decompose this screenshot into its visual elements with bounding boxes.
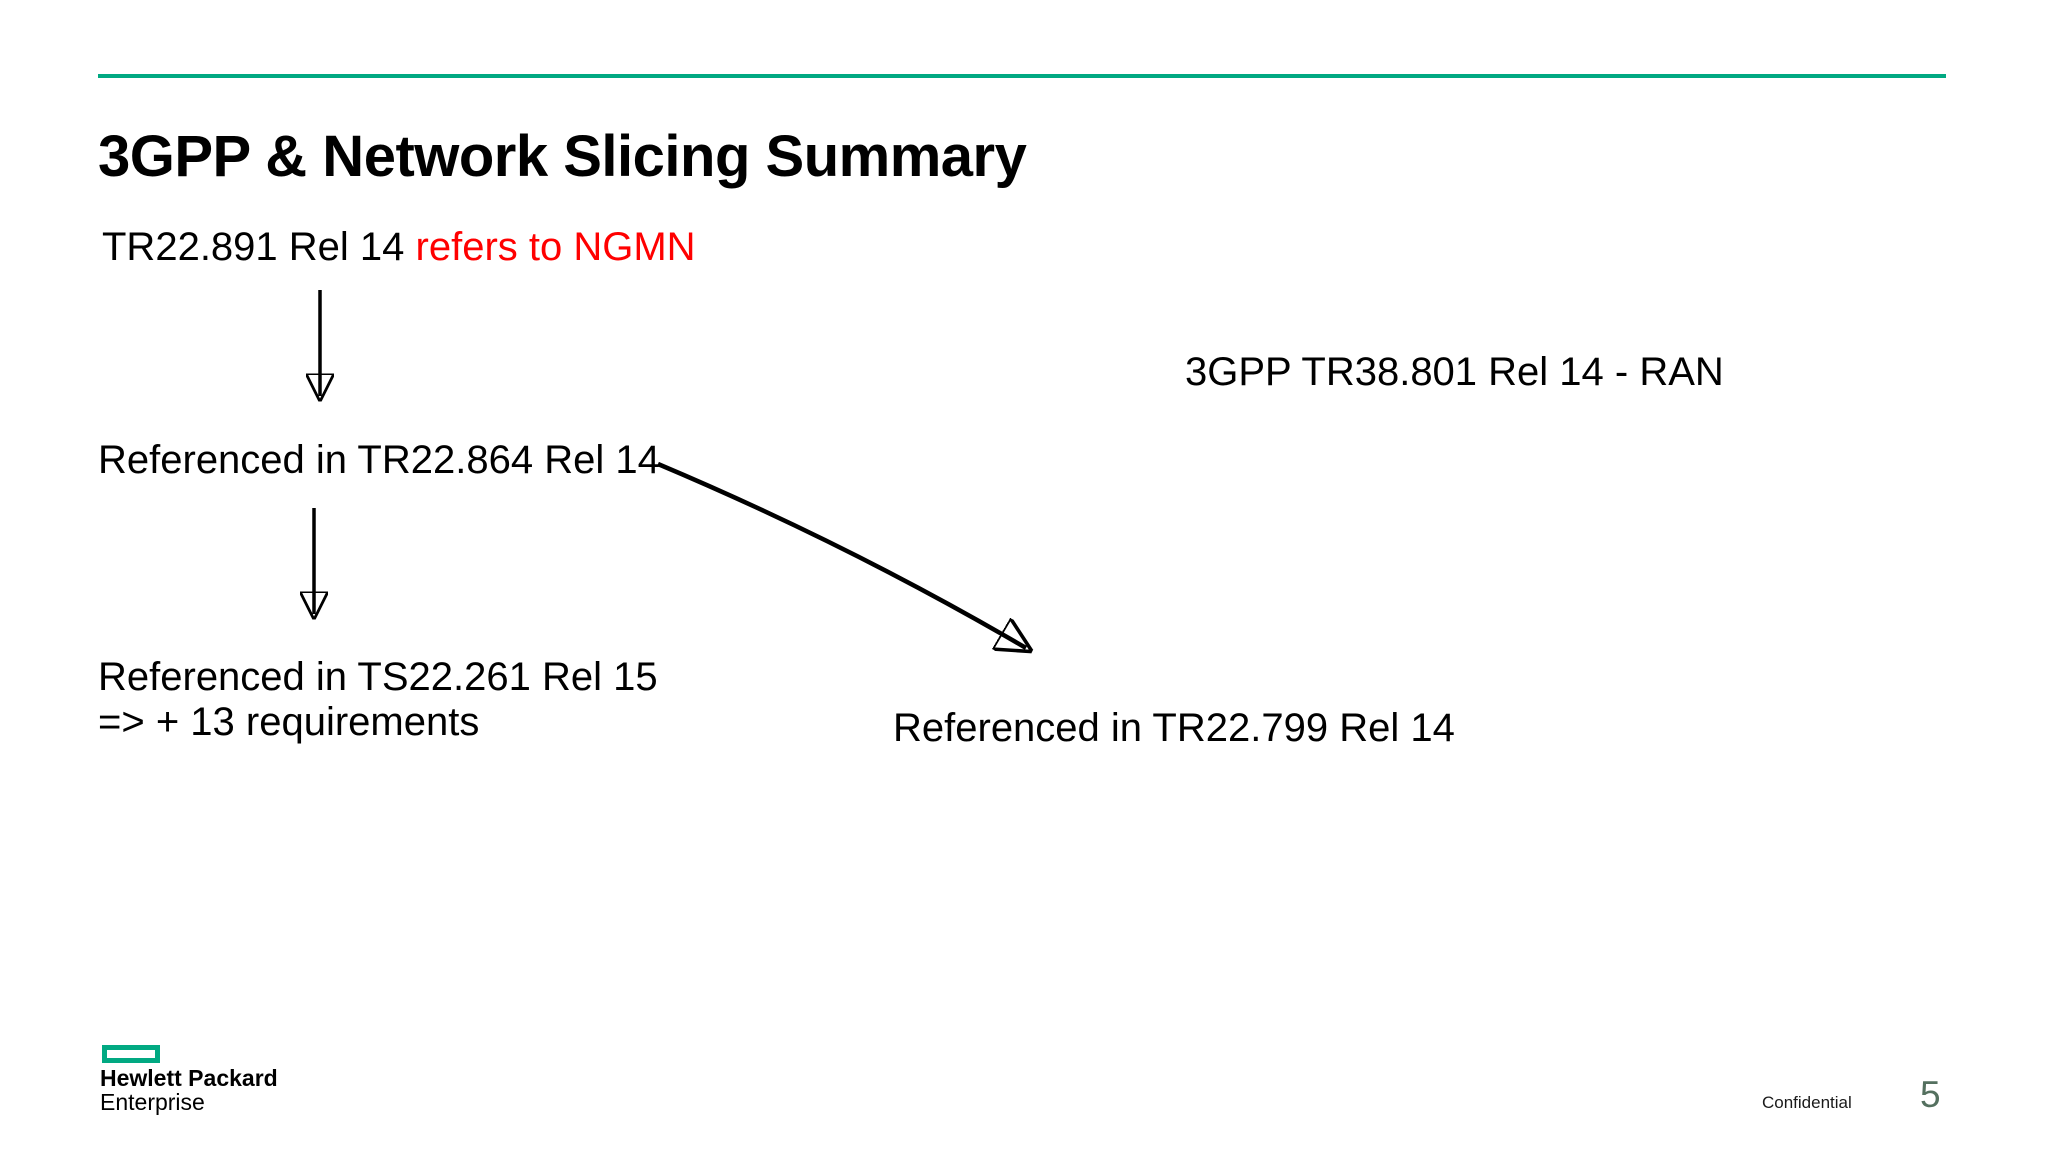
node-tr38801-ran: 3GPP TR38.801 Rel 14 - RAN <box>1185 350 1724 394</box>
hpe-logo-icon <box>102 1045 160 1063</box>
node-tr22891: TR22.891 Rel 14 refers to NGMN <box>102 225 696 270</box>
page-number: 5 <box>1920 1074 1941 1115</box>
node-ts22261: Referenced in TS22.261 Rel 15 => + 13 re… <box>98 655 658 745</box>
hpe-logo-line1: Hewlett Packard <box>100 1065 278 1091</box>
node-tr22891-prefix: TR22.891 Rel 14 <box>102 225 416 269</box>
confidential-label: Confidential <box>1762 1093 1852 1112</box>
hpe-logo-line2: Enterprise <box>100 1089 205 1115</box>
node-tr22864: Referenced in TR22.864 Rel 14 <box>98 438 660 482</box>
page-title: 3GPP & Network Slicing Summary <box>98 123 1027 189</box>
node-tr22891-highlight: refers to NGMN <box>415 225 696 269</box>
node-ts22261-line1: Referenced in TS22.261 Rel 15 <box>98 655 658 699</box>
node-ts22261-line2: => + 13 requirements <box>98 700 480 744</box>
node-tr22799: Referenced in TR22.799 Rel 14 <box>893 706 1455 750</box>
title-accent-rule <box>98 74 1946 78</box>
arrow-tr22864-to-tr22799-icon <box>657 461 1026 648</box>
